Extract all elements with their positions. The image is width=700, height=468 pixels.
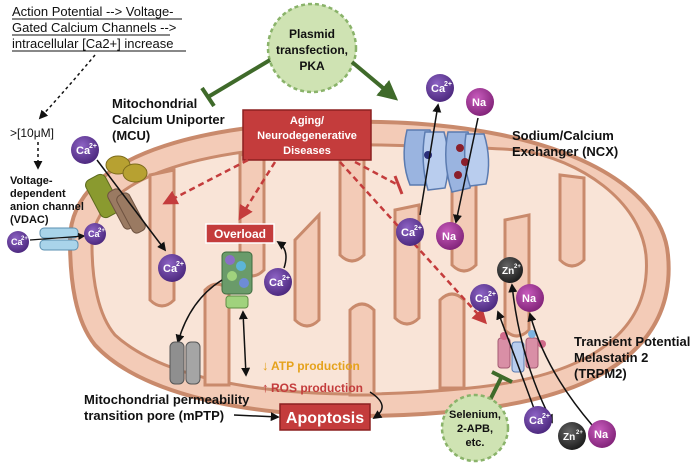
atp-production: ↓ ATP production bbox=[262, 358, 360, 373]
vdac-label-line1: Voltage- bbox=[10, 175, 53, 187]
inhibitor-label-line3: etc. bbox=[466, 437, 485, 449]
header-note-line2: Gated Calcium Channels --> bbox=[12, 20, 176, 35]
svg-text:2+: 2+ bbox=[576, 430, 583, 436]
ca-ion-trpm2-outside: Ca 2+ bbox=[524, 406, 552, 434]
vdac-label-line2: dependent bbox=[10, 188, 66, 200]
na-ion-trpm2-inside: Na bbox=[516, 284, 544, 312]
svg-text:2+: 2+ bbox=[21, 236, 28, 242]
svg-text:2+: 2+ bbox=[514, 264, 521, 270]
na-ion-ncx-outside: Na bbox=[466, 88, 494, 116]
aging-label-line1: Aging/ bbox=[290, 115, 324, 127]
header-note-line1: Action Potential --> Voltage- bbox=[12, 4, 174, 19]
mcu-label-line2: Calcium Uniporter bbox=[112, 112, 225, 127]
mcu-protein bbox=[85, 155, 148, 234]
zn-ion-trpm2-outside: Zn 2+ bbox=[558, 422, 586, 450]
svg-text:Zn: Zn bbox=[502, 266, 514, 277]
ncx-label-line2: Exchanger (NCX) bbox=[512, 144, 618, 159]
svg-text:Ca: Ca bbox=[475, 293, 490, 305]
svg-text:Na: Na bbox=[442, 231, 457, 243]
svg-text:2+: 2+ bbox=[98, 228, 105, 234]
svg-text:↓: ↓ bbox=[262, 358, 269, 373]
mptp-protein bbox=[169, 341, 201, 385]
ncx-protein bbox=[403, 129, 490, 193]
overload-box: Overload bbox=[205, 223, 275, 244]
svg-text:2+: 2+ bbox=[89, 143, 97, 150]
vdac-label-line4: (VDAC) bbox=[10, 214, 49, 226]
svg-text:Na: Na bbox=[472, 97, 487, 109]
mptp-label-line1: Mitochondrial permeability bbox=[84, 392, 250, 407]
svg-text:Ca: Ca bbox=[529, 415, 544, 427]
threshold-label: >[10μM] bbox=[10, 126, 54, 140]
inhibitor-circle: Selenium, 2-APB, etc. bbox=[440, 393, 510, 463]
ca-ion-matrix-left: Ca 2+ bbox=[158, 254, 186, 282]
aging-box: Aging/ Neurodegenerative Diseases bbox=[242, 109, 372, 161]
zn-ion-trpm2-inside: Zn 2+ bbox=[497, 257, 523, 283]
svg-text:↑: ↑ bbox=[262, 380, 269, 395]
ca-ion-trpm2-inside: Ca 2+ bbox=[470, 284, 498, 312]
svg-text:2+: 2+ bbox=[414, 225, 422, 232]
vdac-label-line3: anion channel bbox=[10, 201, 84, 213]
svg-text:Ca: Ca bbox=[88, 229, 100, 239]
ca-ion-matrix-center: Ca 2+ bbox=[264, 268, 292, 296]
ca-ion-mcu-outside: Ca 2+ bbox=[71, 136, 99, 164]
trpm2-label-line3: (TRPM2) bbox=[574, 366, 627, 381]
svg-text:2+: 2+ bbox=[444, 81, 452, 88]
mptp-complex-cluster bbox=[221, 251, 253, 309]
apoptosis-box: Apoptosis bbox=[279, 403, 371, 431]
mcu-label-line3: (MCU) bbox=[112, 128, 150, 143]
svg-text:Ca: Ca bbox=[163, 263, 178, 275]
svg-text:2+: 2+ bbox=[176, 261, 184, 268]
svg-text:Ca: Ca bbox=[11, 237, 23, 247]
inhibitor-label-line2: 2-APB, bbox=[457, 423, 493, 435]
svg-text:Zn: Zn bbox=[563, 432, 575, 443]
mptp-label-line2: transition pore (mPTP) bbox=[84, 408, 224, 423]
ros-label: ROS production bbox=[271, 381, 363, 395]
plasmid-label-line2: transfection, bbox=[276, 43, 348, 57]
plasmid-label-line1: Plasmid bbox=[289, 27, 335, 41]
svg-text:2+: 2+ bbox=[488, 291, 496, 298]
ncx-label-line1: Sodium/Calcium bbox=[512, 128, 614, 143]
svg-text:2+: 2+ bbox=[282, 275, 290, 282]
svg-text:Ca: Ca bbox=[76, 145, 91, 157]
ca-ion-vdac-inside: Ca 2+ bbox=[84, 223, 106, 245]
svg-text:Na: Na bbox=[522, 293, 537, 305]
na-ion-trpm2-outside: Na bbox=[588, 420, 616, 448]
svg-text:Ca: Ca bbox=[401, 227, 416, 239]
plasmid-circle: Plasmid transfection, PKA bbox=[266, 2, 358, 94]
apoptosis-label: Apoptosis bbox=[286, 410, 364, 427]
mcu-label-line1: Mitochondrial bbox=[112, 96, 197, 111]
plasmid-label-line3: PKA bbox=[299, 59, 325, 73]
svg-text:2+: 2+ bbox=[542, 413, 550, 420]
svg-text:Na: Na bbox=[594, 429, 609, 441]
atp-label: ATP production bbox=[271, 359, 360, 373]
na-ion-ncx-inside: Na bbox=[436, 222, 464, 250]
trpm2-label-line1: Transient Potential bbox=[574, 334, 690, 349]
aging-label-line3: Diseases bbox=[283, 145, 331, 157]
overload-label: Overload bbox=[214, 227, 266, 241]
ca-ion-ncx-outside: Ca 2+ bbox=[426, 74, 454, 102]
ca-ion-ncx-inside: Ca 2+ bbox=[396, 218, 424, 246]
svg-text:Ca: Ca bbox=[431, 83, 446, 95]
inhibitor-label-line1: Selenium, bbox=[449, 409, 501, 421]
header-note-line3: intracellular [Ca2+] increase bbox=[12, 36, 174, 51]
svg-text:Ca: Ca bbox=[269, 277, 284, 289]
trpm2-label-line2: Melastatin 2 bbox=[574, 350, 648, 365]
ca-ion-vdac-outside: Ca 2+ bbox=[7, 231, 29, 253]
ros-production: ↑ ROS production bbox=[262, 380, 363, 395]
aging-label-line2: Neurodegenerative bbox=[257, 130, 357, 142]
